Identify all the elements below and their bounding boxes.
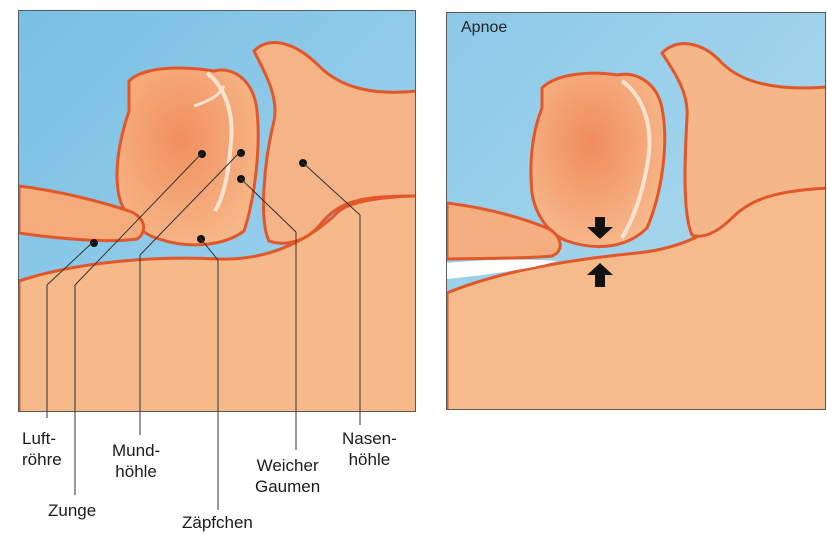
label-luftroehre: Luft- röhre — [22, 428, 62, 470]
label-nasenhoehle: Nasen- höhle — [342, 428, 397, 470]
label-weicher-gaumen: Weicher Gaumen — [255, 455, 320, 497]
dot-weicher-gaumen — [237, 175, 245, 183]
apnea-panel-title: Apnoe — [461, 19, 507, 37]
dot-zunge — [237, 149, 245, 157]
apnea-airway-illustration — [447, 13, 826, 410]
normal-airway-illustration — [19, 11, 416, 412]
dot-zaepfchen — [197, 235, 205, 243]
label-mundhoehle: Mund- höhle — [112, 440, 160, 482]
normal-airway-panel — [18, 10, 416, 412]
dot-luftroehre — [90, 239, 98, 247]
dot-mundhoehle — [198, 150, 206, 158]
label-zaepfchen: Zäpfchen — [182, 512, 253, 533]
apnea-airway-panel: Apnoe — [446, 12, 826, 410]
dot-nasenhoehle — [299, 159, 307, 167]
label-zunge: Zunge — [48, 500, 96, 521]
